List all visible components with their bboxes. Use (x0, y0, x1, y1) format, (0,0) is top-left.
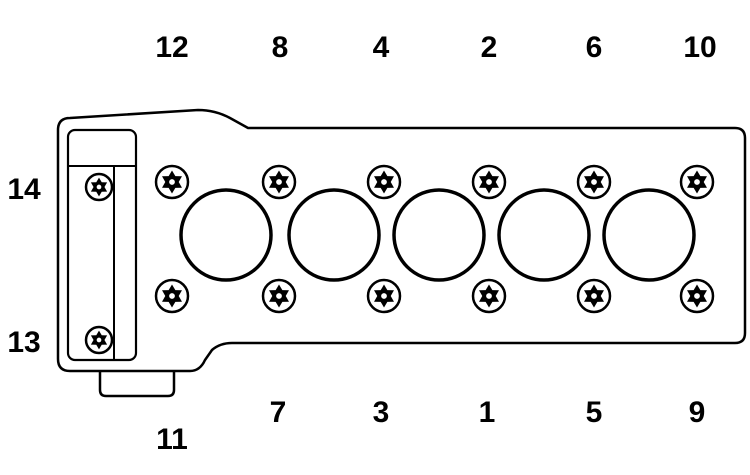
bolt-label-9: 9 (688, 396, 706, 429)
bolt-head-10 (679, 164, 715, 200)
bolt-head-3 (366, 278, 402, 314)
cylinder-head-outline (56, 108, 747, 373)
bolt-label-6: 6 (585, 31, 603, 64)
bolt-label-10: 10 (683, 31, 717, 64)
bolt-label-13: 13 (7, 326, 41, 359)
cylinder-bore-3 (392, 188, 486, 282)
bolt-head-6 (576, 164, 612, 200)
mounting-tab (98, 371, 176, 398)
end-cover-frame (66, 128, 138, 362)
bolt-head-7 (261, 278, 297, 314)
cylinder-bore-4 (497, 188, 591, 282)
bolt-label-12: 12 (155, 31, 189, 64)
bolt-label-7: 7 (269, 396, 287, 429)
bolt-head-4 (366, 164, 402, 200)
bolt-head-14 (84, 172, 114, 202)
cylinder-bore-2 (287, 188, 381, 282)
bolt-head-1 (471, 278, 507, 314)
bolt-head-8 (261, 164, 297, 200)
bolt-head-9 (679, 278, 715, 314)
bolt-head-13 (84, 325, 114, 355)
bolt-label-5: 5 (585, 396, 603, 429)
cylinder-bore-5 (602, 188, 696, 282)
bolt-label-3: 3 (372, 396, 390, 429)
bolt-label-11: 11 (156, 423, 188, 456)
bolt-label-4: 4 (372, 31, 390, 64)
bolt-label-8: 8 (271, 31, 289, 64)
bolt-head-11 (154, 278, 190, 314)
bolt-label-2: 2 (480, 31, 498, 64)
bolt-label-1: 1 (478, 396, 496, 429)
cylinder-bore-1 (179, 188, 273, 282)
bolt-label-14: 14 (7, 173, 41, 206)
bolt-head-2 (471, 164, 507, 200)
bolt-head-12 (154, 164, 190, 200)
bolt-head-5 (576, 278, 612, 314)
